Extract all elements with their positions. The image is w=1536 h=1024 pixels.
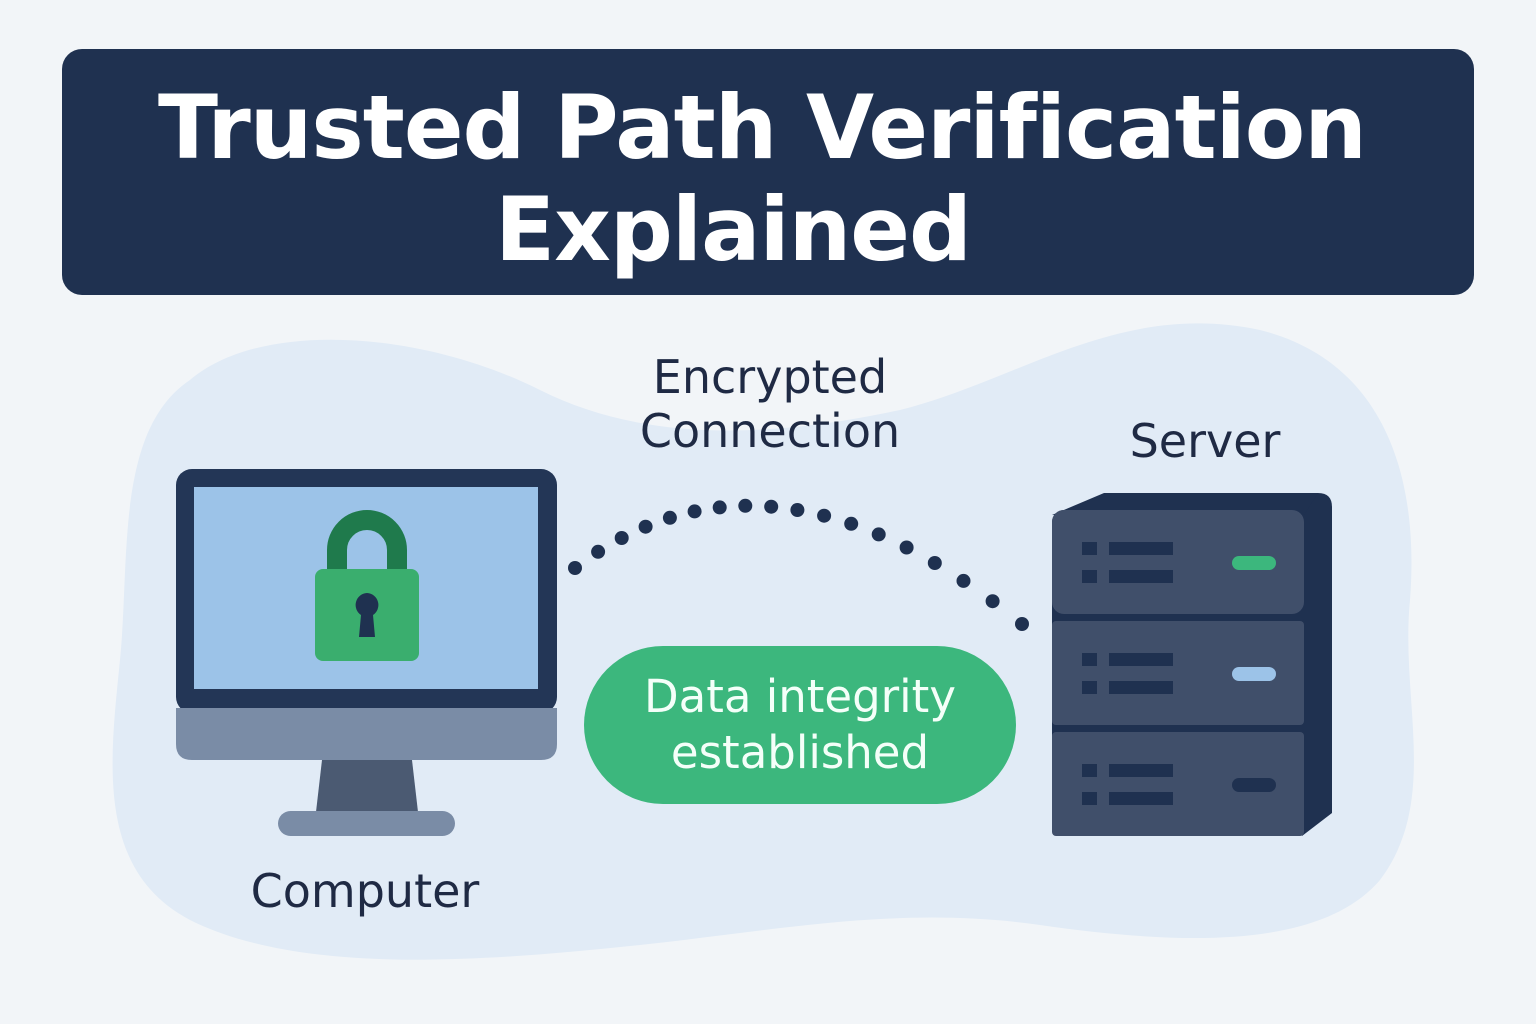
server-label: Server xyxy=(1129,414,1281,468)
server-side xyxy=(1302,493,1332,836)
monitor-chin xyxy=(176,708,557,760)
connection-dot xyxy=(568,561,582,575)
server-unit-panel xyxy=(1052,621,1304,725)
padlock-icon xyxy=(315,510,419,661)
padlock-shackle xyxy=(327,510,407,575)
server-slot-square xyxy=(1082,681,1097,694)
server-top xyxy=(1052,493,1318,515)
server-slot-square xyxy=(1082,542,1097,555)
server-unit-panel xyxy=(1052,732,1304,836)
server-slot-square xyxy=(1082,764,1097,777)
server-slot-bar xyxy=(1109,681,1173,694)
connection-dot xyxy=(1015,617,1029,631)
server-slot-bar xyxy=(1109,764,1173,777)
computer-label: Computer xyxy=(250,864,480,918)
status-indicator-light xyxy=(1232,667,1276,681)
server-unit xyxy=(1052,510,1304,614)
server-slot-square xyxy=(1082,570,1097,583)
connection-dot xyxy=(927,556,942,570)
connection-dot xyxy=(985,594,1000,609)
server-slot-bar xyxy=(1109,542,1173,555)
connection-dot xyxy=(662,510,677,525)
server-slot-square xyxy=(1082,792,1097,805)
connection-dot xyxy=(790,503,805,517)
server-unit xyxy=(1052,621,1304,725)
monitor-neck xyxy=(316,760,418,812)
status-text-line-2: established xyxy=(670,726,930,779)
connection-dot xyxy=(899,540,914,555)
monitor-base xyxy=(278,811,455,836)
server-slot-bar xyxy=(1109,792,1173,805)
connection-dot xyxy=(738,498,753,513)
connection-label-line-2: Connection xyxy=(639,404,901,458)
connection-dot xyxy=(712,500,727,515)
connection-dot xyxy=(614,531,629,545)
status-badge: Data integrity established xyxy=(584,646,1016,804)
server-unit xyxy=(1052,732,1304,836)
connection-dot xyxy=(817,508,832,523)
server-unit-panel xyxy=(1052,510,1304,614)
connection-dot xyxy=(956,573,971,588)
connection-label-line-1: Encrypted xyxy=(652,350,888,404)
status-indicator-light xyxy=(1232,778,1276,792)
connection-dot xyxy=(687,504,702,519)
server-slot-square xyxy=(1082,653,1097,666)
connection-dot xyxy=(764,499,779,514)
connection-dot xyxy=(638,519,653,534)
connection-dot xyxy=(591,544,606,559)
status-indicator-light xyxy=(1232,556,1276,570)
connection-dot xyxy=(871,527,886,542)
page-title-line-1: Trusted Path Verification xyxy=(158,76,1367,179)
status-text-line-1: Data integrity xyxy=(644,670,956,723)
page-title-line-2: Explained xyxy=(495,178,972,281)
server-slot-bar xyxy=(1109,653,1173,666)
computer-icon xyxy=(176,469,557,836)
encrypted-connection-arc xyxy=(568,498,1029,631)
server-icon xyxy=(1052,493,1332,836)
server-slot-bar xyxy=(1109,570,1173,583)
keyhole-icon xyxy=(355,593,379,637)
connection-label: Encrypted Connection xyxy=(570,350,970,458)
connection-dot xyxy=(844,516,859,531)
title-banner: Trusted Path Verification Explained xyxy=(62,49,1474,295)
